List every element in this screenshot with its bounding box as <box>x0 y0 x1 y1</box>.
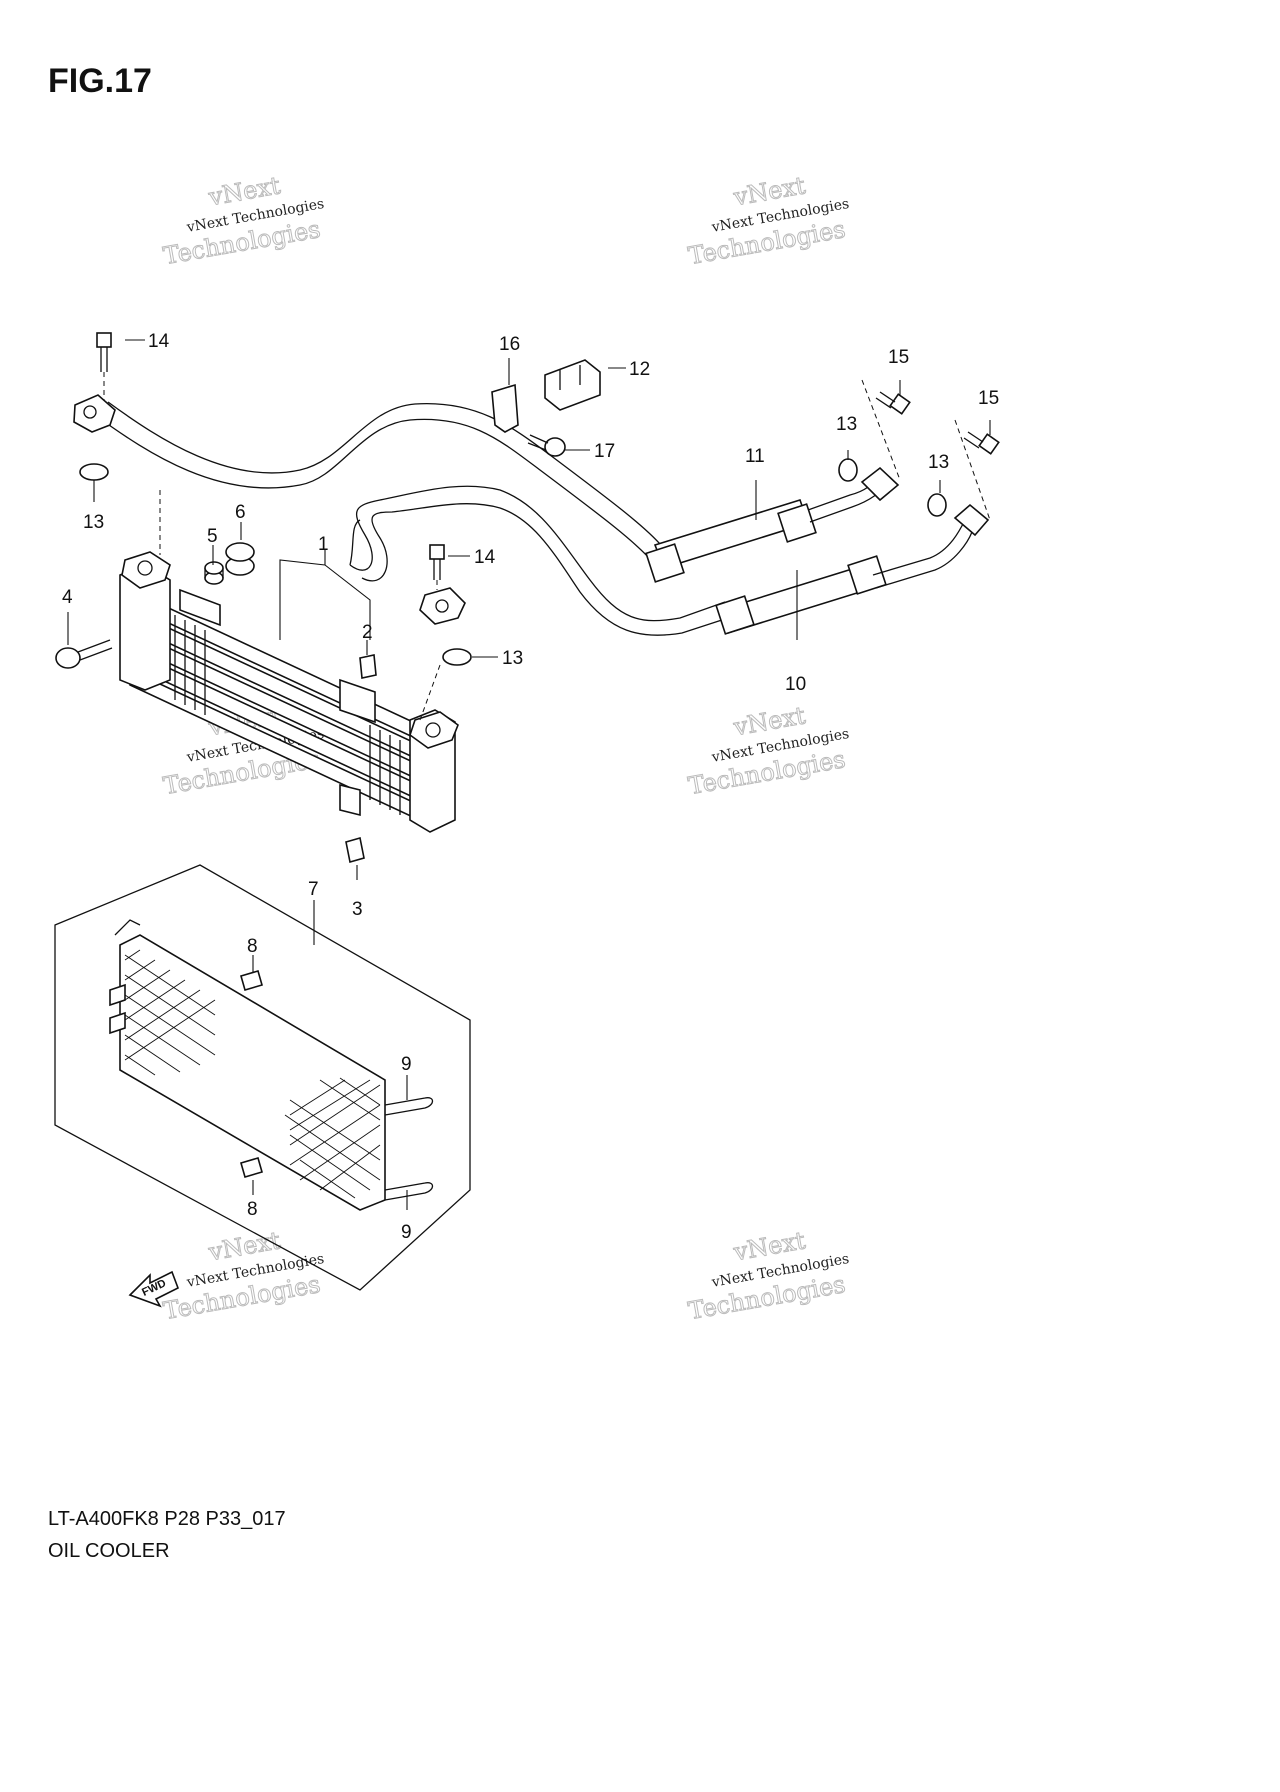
callout-5: 5 <box>207 526 218 547</box>
oil-pipe-lower <box>349 485 729 636</box>
clip-8-upper <box>240 970 263 991</box>
leader-lines <box>67 339 991 1210</box>
clip-2 <box>359 654 377 679</box>
o-ring-13-left <box>79 463 109 481</box>
bracket-16 <box>491 383 519 433</box>
hose-11 <box>645 466 900 583</box>
pipe-flange-left <box>73 394 116 433</box>
callout-13-middle: 13 <box>502 648 523 669</box>
callout-9-lower: 9 <box>401 1222 412 1243</box>
clip-8-lower <box>240 1157 263 1178</box>
bolt-14-upper <box>96 332 112 372</box>
cooler-fins-left <box>174 615 206 715</box>
watermark-bottom-left: vNext vNext Technologies Technologies <box>161 1226 326 1326</box>
callout-8-lower: 8 <box>247 1199 258 1220</box>
watermark-top-left: vNext vNext Technologies Technologies <box>161 171 326 271</box>
watermark-top-right: vNext vNext Technologies Technologies <box>686 171 851 271</box>
callout-3: 3 <box>352 899 363 920</box>
fwd-direction-arrow: FWD <box>128 1270 180 1308</box>
callout-14-middle: 14 <box>474 547 496 568</box>
bolt-15-right <box>963 431 1000 455</box>
callout-13-right-upper: 13 <box>836 414 857 435</box>
callout-17: 17 <box>594 441 615 462</box>
callout-9-upper: 9 <box>401 1054 412 1075</box>
callout-14-upper: 14 <box>148 331 170 352</box>
collar-5 <box>204 561 224 585</box>
clip-3 <box>345 836 365 864</box>
bolt-14-middle <box>429 544 445 580</box>
watermark-mid-right: vNext vNext Technologies Technologies <box>686 701 851 801</box>
model-code: LT-A400FK8 P28 P33_017 <box>48 1508 286 1530</box>
pipe-flange-middle <box>419 587 466 625</box>
mesh-left <box>124 949 216 1076</box>
figure-name: OIL COOLER <box>48 1540 170 1562</box>
callout-4: 4 <box>62 587 73 608</box>
oil-pipe-upper <box>94 401 706 566</box>
callout-15-left: 15 <box>888 347 909 368</box>
callout-11: 11 <box>745 446 765 467</box>
callout-10: 10 <box>785 674 806 695</box>
callout-7: 7 <box>308 879 319 900</box>
o-ring-13-right-lower <box>927 493 947 517</box>
spring-9-lower <box>384 1182 434 1201</box>
spring-9-upper <box>384 1097 434 1116</box>
oil-cooler-core <box>119 551 459 833</box>
damper-12 <box>544 359 601 411</box>
callout-15-right: 15 <box>978 388 999 409</box>
callout-2: 2 <box>362 622 373 643</box>
grommet-6 <box>225 542 255 576</box>
callout-12: 12 <box>629 359 650 380</box>
callout-1: 1 <box>318 534 329 555</box>
cooler-fins-right <box>369 725 401 815</box>
mesh-right <box>284 1077 381 1199</box>
bolt-15-left <box>875 391 911 415</box>
callout-13-left: 13 <box>83 512 104 533</box>
bolt-17 <box>527 434 566 457</box>
callout-16: 16 <box>499 334 520 355</box>
callout-8-upper: 8 <box>247 936 258 957</box>
watermark-bottom-right: vNext vNext Technologies Technologies <box>686 1226 851 1326</box>
callout-13-right-lower: 13 <box>928 452 949 473</box>
callout-labels: 1 2 3 4 5 6 7 8 8 9 9 10 11 12 13 13 13 … <box>62 331 999 1243</box>
bolt-4 <box>55 639 113 669</box>
o-ring-13-middle <box>442 648 472 666</box>
guide-lines <box>103 372 991 721</box>
callout-6: 6 <box>235 502 246 523</box>
grille-box-outline <box>54 864 471 1291</box>
o-ring-13-right-upper <box>838 458 858 482</box>
figure-title: FIG.17 <box>48 62 152 100</box>
